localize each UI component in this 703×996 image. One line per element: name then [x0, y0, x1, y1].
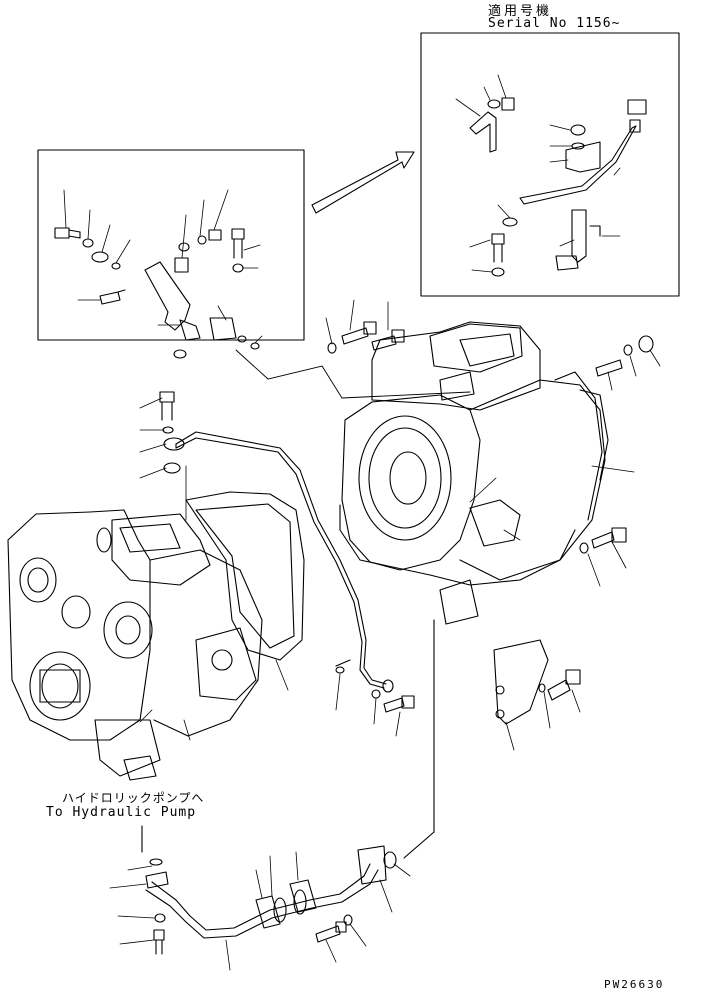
- leader-lines-detail-a: [63, 189, 263, 344]
- applicable-serial-title: 適用号機: [488, 4, 553, 19]
- guide-line-1: [267, 365, 471, 399]
- detail-box-serial: [420, 32, 680, 297]
- serial-number-label: Serial No 1156~: [488, 16, 621, 31]
- transmission-assembly: [325, 299, 661, 751]
- hydraulic-pump-label-en: To Hydraulic Pump: [46, 805, 197, 820]
- hydraulic-pump-label-jp: ハイドロリックポンプへ: [62, 791, 205, 805]
- drawing-number: PW26630: [604, 978, 665, 991]
- reference-arrow: [311, 151, 415, 214]
- transfer-case-assembly: [7, 349, 305, 781]
- detail-box-standard: [37, 149, 305, 350]
- leader-lines-pipe: [109, 673, 411, 971]
- oil-pipe-routing: [109, 431, 435, 971]
- leader-lines-transfer: [139, 397, 289, 741]
- bolt-part: [54, 227, 81, 239]
- clamp-part: [99, 289, 126, 305]
- leader-lines-detail-b: [455, 74, 621, 273]
- leader-lines-transmission: [325, 299, 661, 751]
- guide-line-2: [235, 349, 269, 380]
